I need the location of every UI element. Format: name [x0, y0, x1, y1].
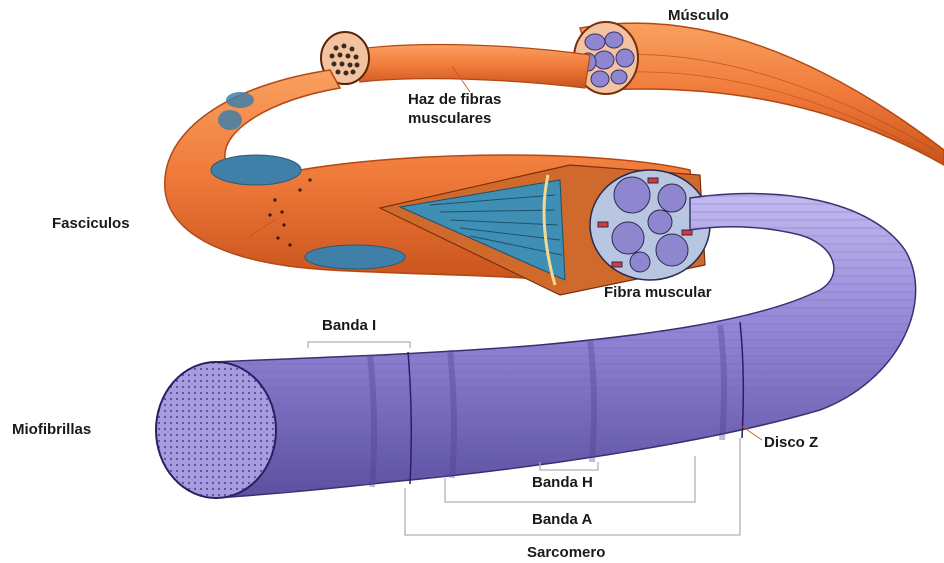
banda-i-bracket [308, 342, 410, 348]
fiber-bundle [321, 32, 590, 88]
haz-de-fibras-label: Haz de fibras musculares [408, 90, 544, 128]
whole-muscle [574, 22, 944, 165]
banda-i-label: Banda I [322, 316, 376, 335]
banda-h-label: Banda H [532, 473, 593, 492]
musculo-label: Músculo [668, 6, 729, 25]
haz-label-line-2: musculares [408, 109, 544, 128]
fibra-muscular-label: Fibra muscular [604, 283, 712, 302]
disco-z-label: Disco Z [764, 433, 818, 452]
banda-a-label: Banda A [532, 510, 592, 529]
haz-label-line-1: Haz de fibras [408, 90, 544, 109]
sarcomero-label: Sarcomero [527, 543, 605, 562]
fasciculos-label: Fasciculos [52, 214, 130, 233]
miofibrillas-label: Miofibrillas [12, 420, 91, 439]
